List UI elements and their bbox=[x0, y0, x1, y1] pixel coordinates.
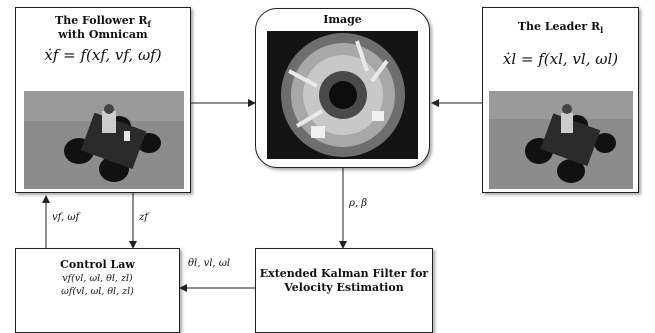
control-law-line1: vf(vl, ωl, θl, zl) bbox=[62, 273, 133, 284]
label-control-to-follower: vf, ωf bbox=[52, 212, 80, 223]
leader-equation: ẋl = f(xl, vl, ωl) bbox=[502, 50, 619, 68]
follower-equation: ẋf = f(xf, vf, ωf) bbox=[44, 46, 162, 64]
control-law-box: Control Law vf(vl, ωl, θl, zl) ωf(vl, ωl… bbox=[15, 248, 180, 333]
leader-robot-image bbox=[489, 91, 633, 189]
image-title: Image bbox=[323, 13, 362, 26]
leader-title: The Leader Rl bbox=[517, 20, 604, 36]
ekf-title-line1: Extended Kalman Filter for bbox=[259, 267, 429, 280]
flow-arrows bbox=[42, 99, 482, 292]
ekf-box: Extended Kalman Filter for Velocity Esti… bbox=[255, 248, 433, 333]
omnicam-image bbox=[267, 31, 418, 159]
leader-box: The Leader Rl ẋl = f(xl, vl, ωl) bbox=[482, 7, 639, 193]
label-follower-to-control: zf bbox=[139, 212, 148, 223]
follower-robot-image bbox=[24, 91, 184, 189]
control-law-title: Control Law bbox=[60, 258, 135, 271]
image-box: Image bbox=[255, 8, 430, 168]
follower-subtitle: with Omnicam bbox=[58, 28, 148, 41]
ekf-title-line2: Velocity Estimation bbox=[284, 281, 404, 294]
follower-title: The Follower Rf bbox=[55, 14, 151, 30]
follower-box: The Follower Rf with Omnicam ẋf = f(xf, … bbox=[15, 7, 191, 193]
label-ekf-to-control: θl, vl, ωl bbox=[188, 258, 231, 269]
control-law-line2: ωf(vl, ωl, θl, zl) bbox=[61, 286, 134, 297]
label-image-to-ekf: ρ, β bbox=[349, 198, 368, 209]
